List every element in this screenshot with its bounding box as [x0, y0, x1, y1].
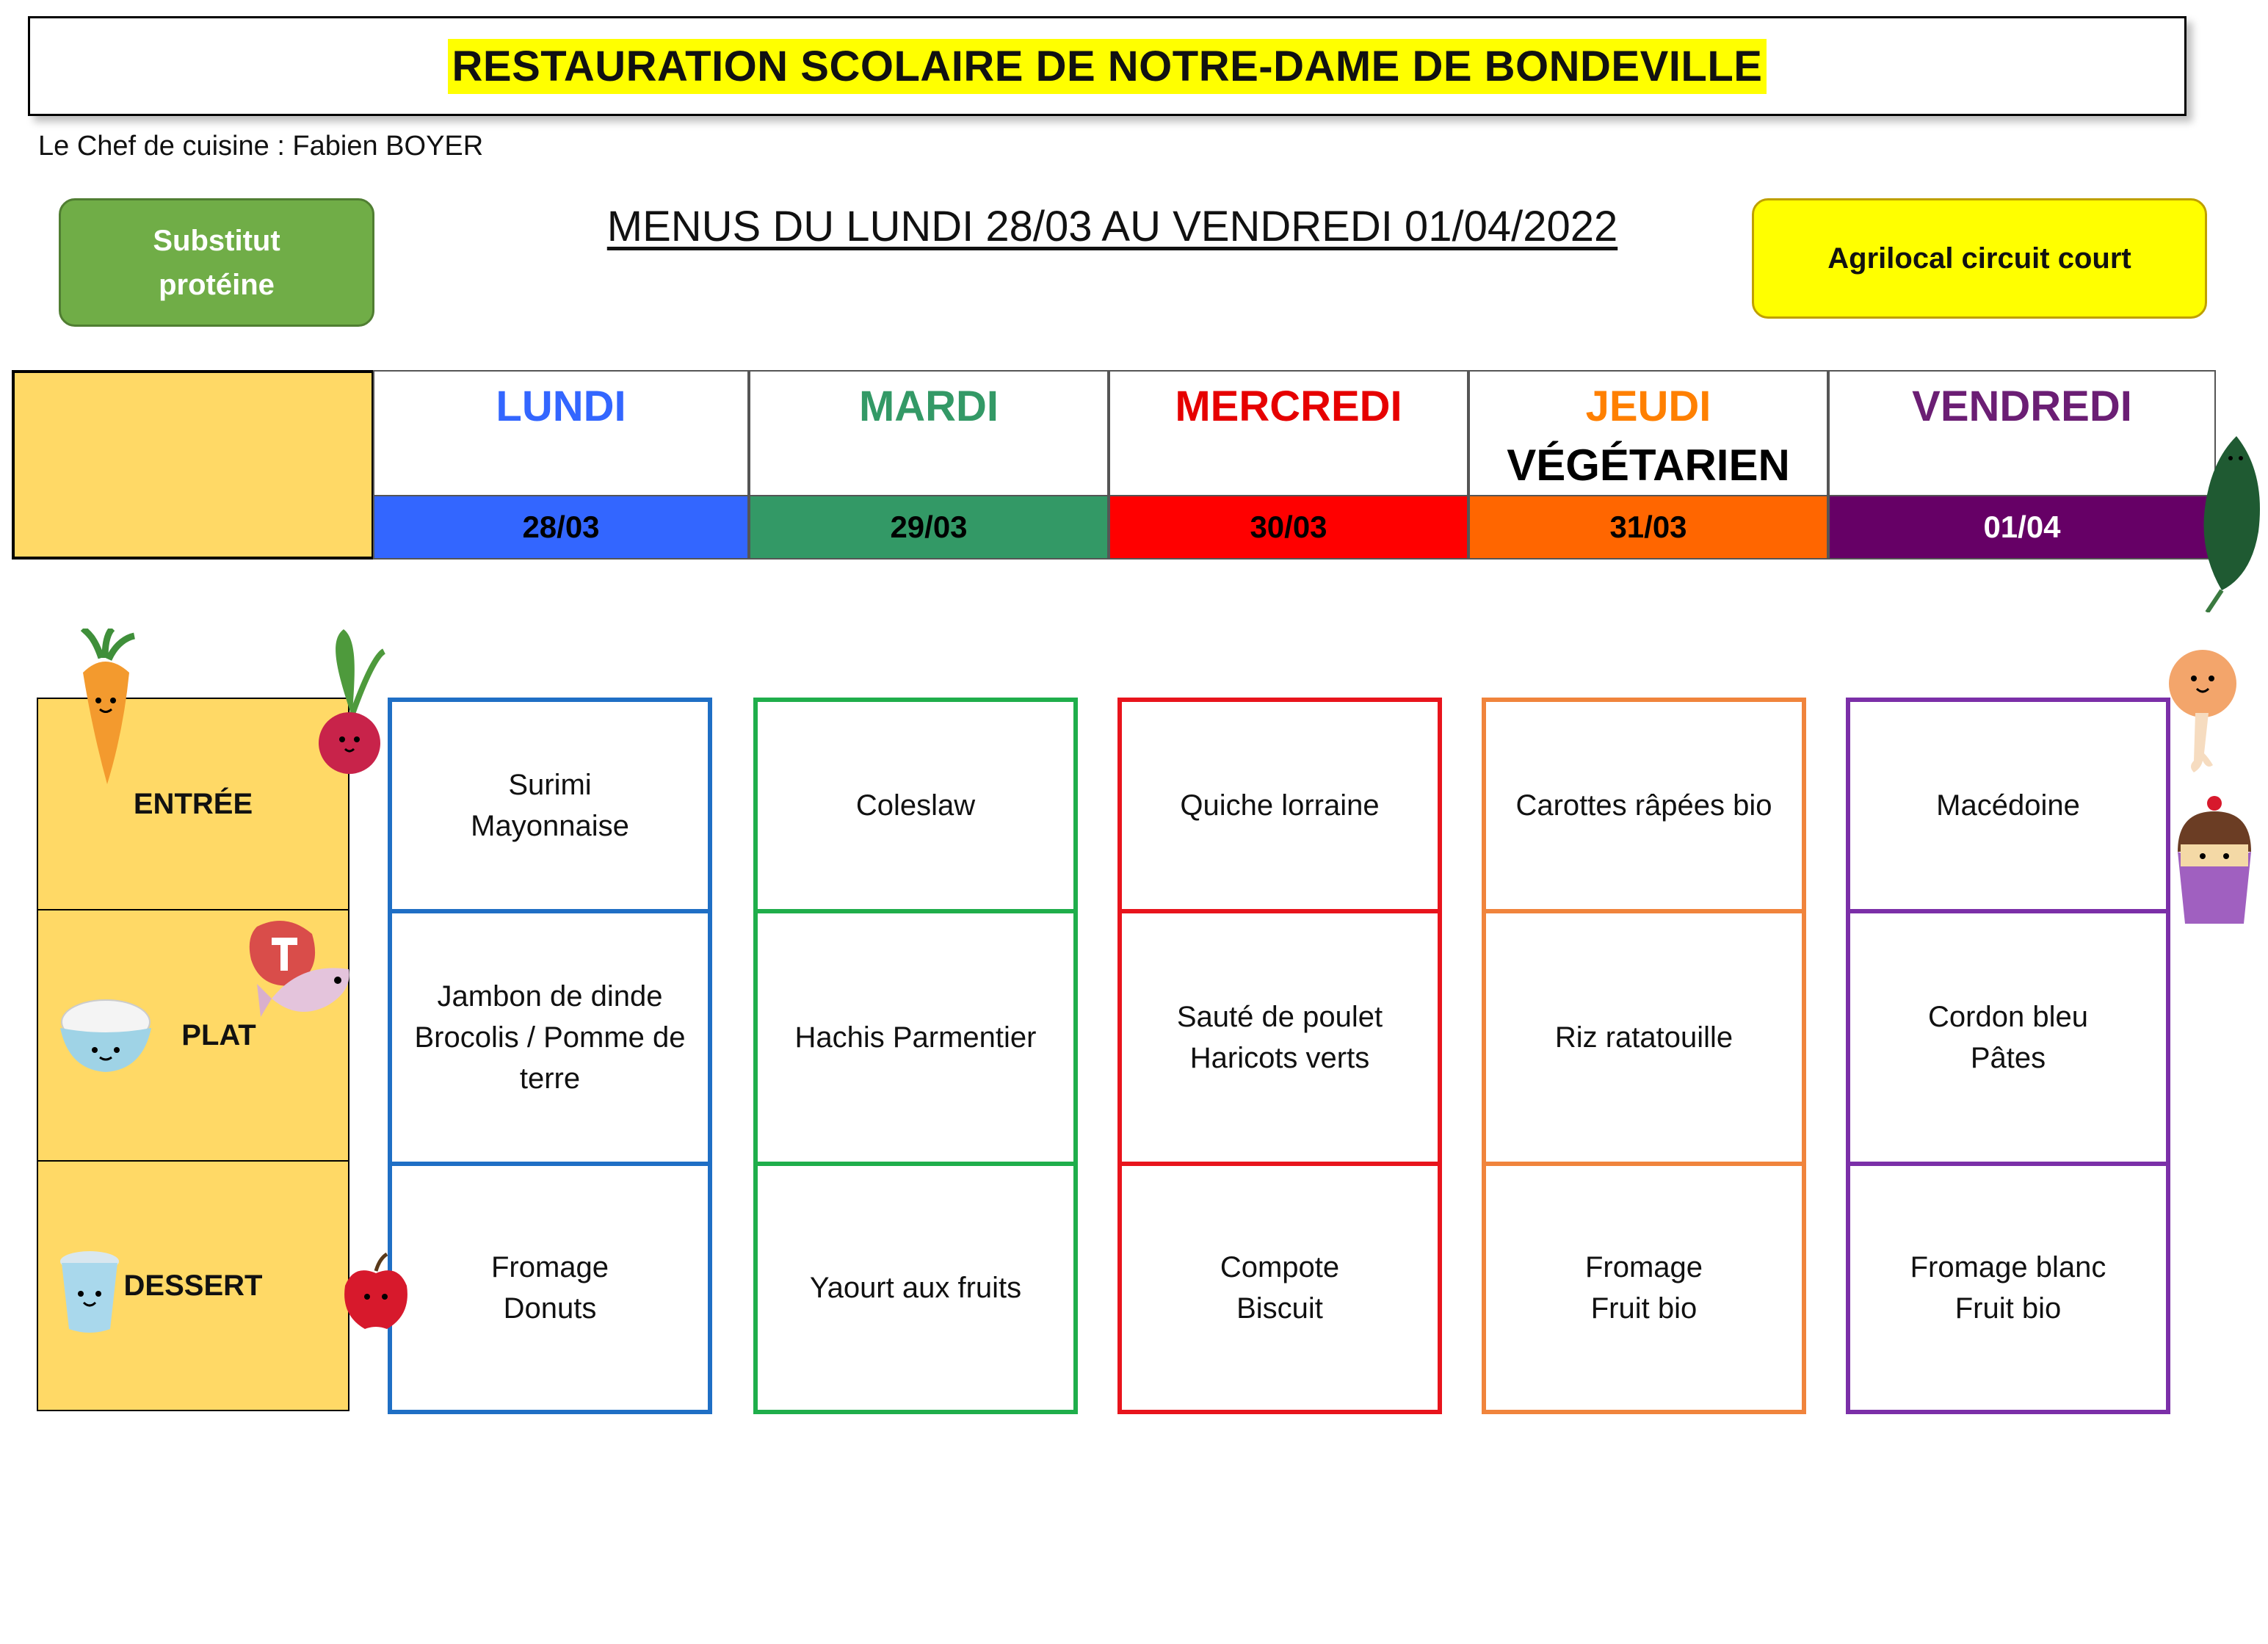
day-name: VENDREDI [1912, 383, 2132, 430]
day-name: LUNDI [496, 383, 626, 430]
chef-label: Le Chef de cuisine : Fabien BOYER [38, 131, 484, 162]
day-header-mardi: MARDI [749, 370, 1109, 495]
menu-cell-jeudi-entree: Carottes râpées bio [1482, 698, 1806, 913]
chicken-leg-icon [2169, 650, 2236, 772]
menu-cell-jeudi-dessert: Fromage Fruit bio [1482, 1162, 1806, 1414]
header-corner-cell [12, 370, 374, 560]
day-date-mardi: 29/03 [749, 495, 1109, 560]
day-name: JEUDI [1585, 383, 1711, 430]
menu-cell-mardi-dessert: Yaourt aux fruits [753, 1162, 1078, 1414]
day-date-mercredi: 30/03 [1109, 495, 1468, 560]
fish-icon [257, 968, 349, 1017]
day-date-lundi: 28/03 [373, 495, 749, 560]
day-date-jeudi: 31/03 [1468, 495, 1828, 560]
apple-icon [344, 1253, 407, 1329]
menu-cell-lundi-entree: Surimi Mayonnaise [388, 698, 712, 913]
menu-cell-vendredi-dessert: Fromage blanc Fruit bio [1846, 1162, 2170, 1414]
menu-cell-lundi-plat: Jambon de dinde Brocolis / Pomme de terr… [388, 909, 712, 1166]
radish-icon [319, 629, 386, 774]
day-name: MERCREDI [1175, 383, 1402, 430]
legend-substitut-proteine: Substitut protéine [59, 198, 374, 327]
course-entree: ENTRÉE [37, 698, 349, 910]
legend-agrilocal: Agrilocal circuit court [1752, 198, 2207, 319]
page-title: RESTAURATION SCOLAIRE DE NOTRE-DAME DE B… [447, 38, 1767, 94]
menu-cell-mardi-plat: Hachis Parmentier [753, 909, 1078, 1166]
spinach-leaf-icon [2203, 436, 2260, 612]
menu-cell-vendredi-plat: Cordon bleu Pâtes [1846, 909, 2170, 1166]
steak-icon [249, 921, 316, 986]
yogurt-icon [60, 1251, 119, 1333]
day-header-lundi: LUNDI [373, 370, 749, 495]
legend-agrilocal-label: Agrilocal circuit court [1827, 242, 2131, 275]
rice-bowl-icon [60, 999, 151, 1072]
day-header-vendredi: VENDREDI [1828, 370, 2216, 495]
day-subtitle-vegetarien: VÉGÉTARIEN [1507, 441, 1790, 490]
cupcake-icon [2178, 796, 2251, 924]
menu-cell-mercredi-plat: Sauté de poulet Haricots verts [1117, 909, 1442, 1166]
day-header-mercredi: MERCREDI [1109, 370, 1468, 495]
day-name: MARDI [858, 383, 999, 430]
menu-cell-lundi-dessert: Fromage Donuts [388, 1162, 712, 1414]
title-banner: RESTAURATION SCOLAIRE DE NOTRE-DAME DE B… [28, 16, 2187, 116]
menu-cell-mercredi-entree: Quiche lorraine [1117, 698, 1442, 913]
day-header-jeudi: JEUDI VÉGÉTARIEN [1468, 370, 1828, 495]
carrot-icon [80, 629, 136, 784]
menu-cell-mardi-entree: Coleslaw [753, 698, 1078, 913]
menu-cell-mercredi-dessert: Compote Biscuit [1117, 1162, 1442, 1414]
menu-cell-jeudi-plat: Riz ratatouille [1482, 909, 1806, 1166]
menu-cell-vendredi-entree: Macédoine [1846, 698, 2170, 913]
day-date-vendredi: 01/04 [1828, 495, 2216, 560]
menu-week-title: MENUS DU LUNDI 28/03 AU VENDREDI 01/04/2… [606, 203, 1618, 250]
legend-substitut-label: Substitut protéine [153, 224, 280, 301]
